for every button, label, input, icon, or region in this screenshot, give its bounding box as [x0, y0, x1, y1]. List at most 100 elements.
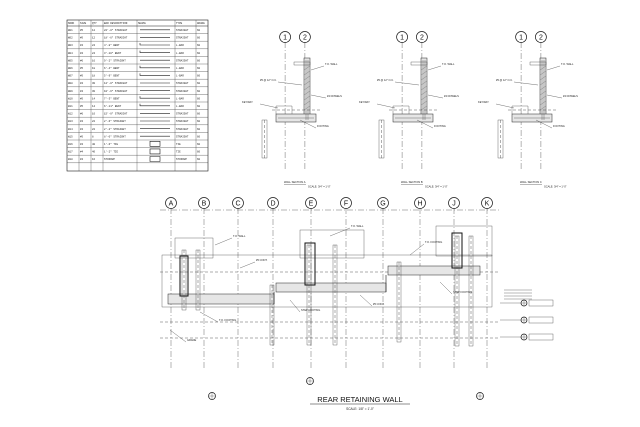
leader-line [239, 261, 256, 269]
schedule-cell: 5'-9" BENT [104, 74, 120, 78]
leader-line [546, 94, 563, 99]
schedule-cell: W02 [68, 37, 73, 40]
grid-bubble-label: F [344, 201, 348, 208]
section-note: #5 @ 12" O.C. [496, 78, 513, 82]
grid-bubble [515, 31, 527, 43]
schedule-cell: 22 [92, 120, 96, 123]
schedule-cell: 60 [197, 29, 201, 32]
wall-hatch [303, 70, 311, 76]
schedule-bar-shape [149, 148, 161, 155]
schedule-header-cell: TYPE [176, 22, 183, 25]
schedule-cell: W06 [68, 67, 73, 70]
section-scale: SCALE: 3/4" = 1'-0" [308, 185, 331, 189]
schedule-cell: #4 [80, 44, 84, 47]
grid-bubble-label: H [417, 201, 422, 208]
schedule-cell: W05 [68, 59, 73, 62]
section-note: KEYWAY [359, 100, 370, 104]
wall-cap [293, 61, 311, 66]
grid-bubble-label: 1 [283, 35, 287, 42]
leader-line [535, 119, 553, 129]
schedule-bar-shape [139, 103, 170, 107]
wall-hatch [303, 105, 311, 111]
schedule-header-cell: SHAPE [138, 22, 146, 25]
schedule-cell: 60 [197, 143, 201, 146]
grid-bubble [165, 197, 177, 209]
schedule-cell: 8 [92, 135, 94, 138]
section-note: T.O. WALL [561, 62, 574, 66]
schedule-cell: L-BAR [176, 97, 184, 100]
wall-outline [160, 225, 500, 339]
leader-line [376, 103, 396, 109]
wall-hatch [420, 90, 428, 96]
leader-line [329, 227, 351, 237]
section-note: FOOTING [317, 124, 329, 128]
schedule-header-cell: SIZE [80, 22, 87, 25]
schedule-cell: 60 [197, 90, 201, 93]
schedule-cell: 3'-10" BENT [104, 51, 122, 55]
schedule-cell: W03 [68, 44, 73, 47]
schedule-cell: W13 [68, 120, 73, 123]
schedule-cell: W11 [68, 105, 73, 108]
elevation-note: T.O. FOOTING [219, 318, 236, 322]
wall-hatch [303, 85, 311, 91]
schedule-cell: 15'-0" STRAIGHT [104, 112, 128, 116]
schedule-cell: 60 [197, 67, 201, 70]
schedule-cell: 12 [92, 37, 96, 40]
schedule-cell: 12 [92, 29, 96, 32]
leader-line [427, 94, 444, 99]
section-note: #4 DOWELS [327, 94, 342, 98]
wall-hatch [420, 75, 428, 81]
leader-line [289, 299, 301, 313]
schedule-cell: 16 [92, 158, 96, 161]
wall-hatch [539, 90, 547, 96]
section-title: WALL SECTION C [520, 180, 542, 184]
schedule-bar-shape [139, 96, 170, 99]
schedule-cell: 9'-2" STRAIGHT [104, 58, 126, 62]
schedule-cell: 10 [92, 113, 96, 116]
schedule-cell: 18'-6" STRAIGHT [104, 36, 128, 40]
grid-bubble [396, 31, 408, 43]
elevation-note: GRADE [187, 338, 196, 342]
schedule-cell: STIRRUP [104, 158, 115, 161]
elevation-note: STEP FOOTING [301, 308, 320, 312]
schedule-cell: W04 [68, 52, 73, 55]
schedule-cell: 16 [92, 59, 96, 62]
schedule-cell: W01 [68, 29, 73, 32]
section-note: FOOTING [434, 124, 446, 128]
grid-bubble-label: 2 [303, 35, 307, 42]
schedule-cell: TIE [176, 151, 181, 154]
schedule-cell: 24 [92, 44, 96, 47]
grid-bubble-label: 2 [420, 35, 424, 42]
leader-line [310, 65, 325, 71]
grid-bubble [279, 31, 291, 43]
schedule-cell: 7'-3" BENT [104, 96, 120, 100]
section-note: T.O. WALL [325, 62, 338, 66]
section-note: #5 @ 12" O.C. [377, 78, 394, 82]
wall-hatch [420, 100, 428, 106]
schedule-cell: 60 [197, 105, 201, 108]
schedule-cell: 18 [92, 67, 96, 70]
grid-bubble [414, 197, 426, 209]
wall-hatch [303, 65, 311, 71]
schedule-cell: W10 [68, 97, 73, 100]
section-scale: SCALE: 3/4" = 1'-0" [425, 185, 448, 189]
schedule-cell: 60 [197, 97, 201, 100]
leader-line [394, 81, 420, 86]
schedule-cell: 60 [197, 128, 201, 131]
schedule-cell: 14 [92, 97, 96, 100]
section-note: #4 DOWELS [563, 94, 578, 98]
schedule-cell: W14 [68, 128, 73, 131]
leader-line [359, 294, 373, 307]
grid-bubble [198, 197, 210, 209]
wall-hatch [420, 95, 428, 101]
leader-line [416, 119, 434, 129]
grid-bubble-label: 1 [519, 35, 523, 42]
schedule-cell: 2'-6" STRAIGHT [104, 119, 126, 123]
elevation-note: T.O. WALL [233, 234, 246, 238]
schedule-cell: W18 [68, 158, 73, 161]
